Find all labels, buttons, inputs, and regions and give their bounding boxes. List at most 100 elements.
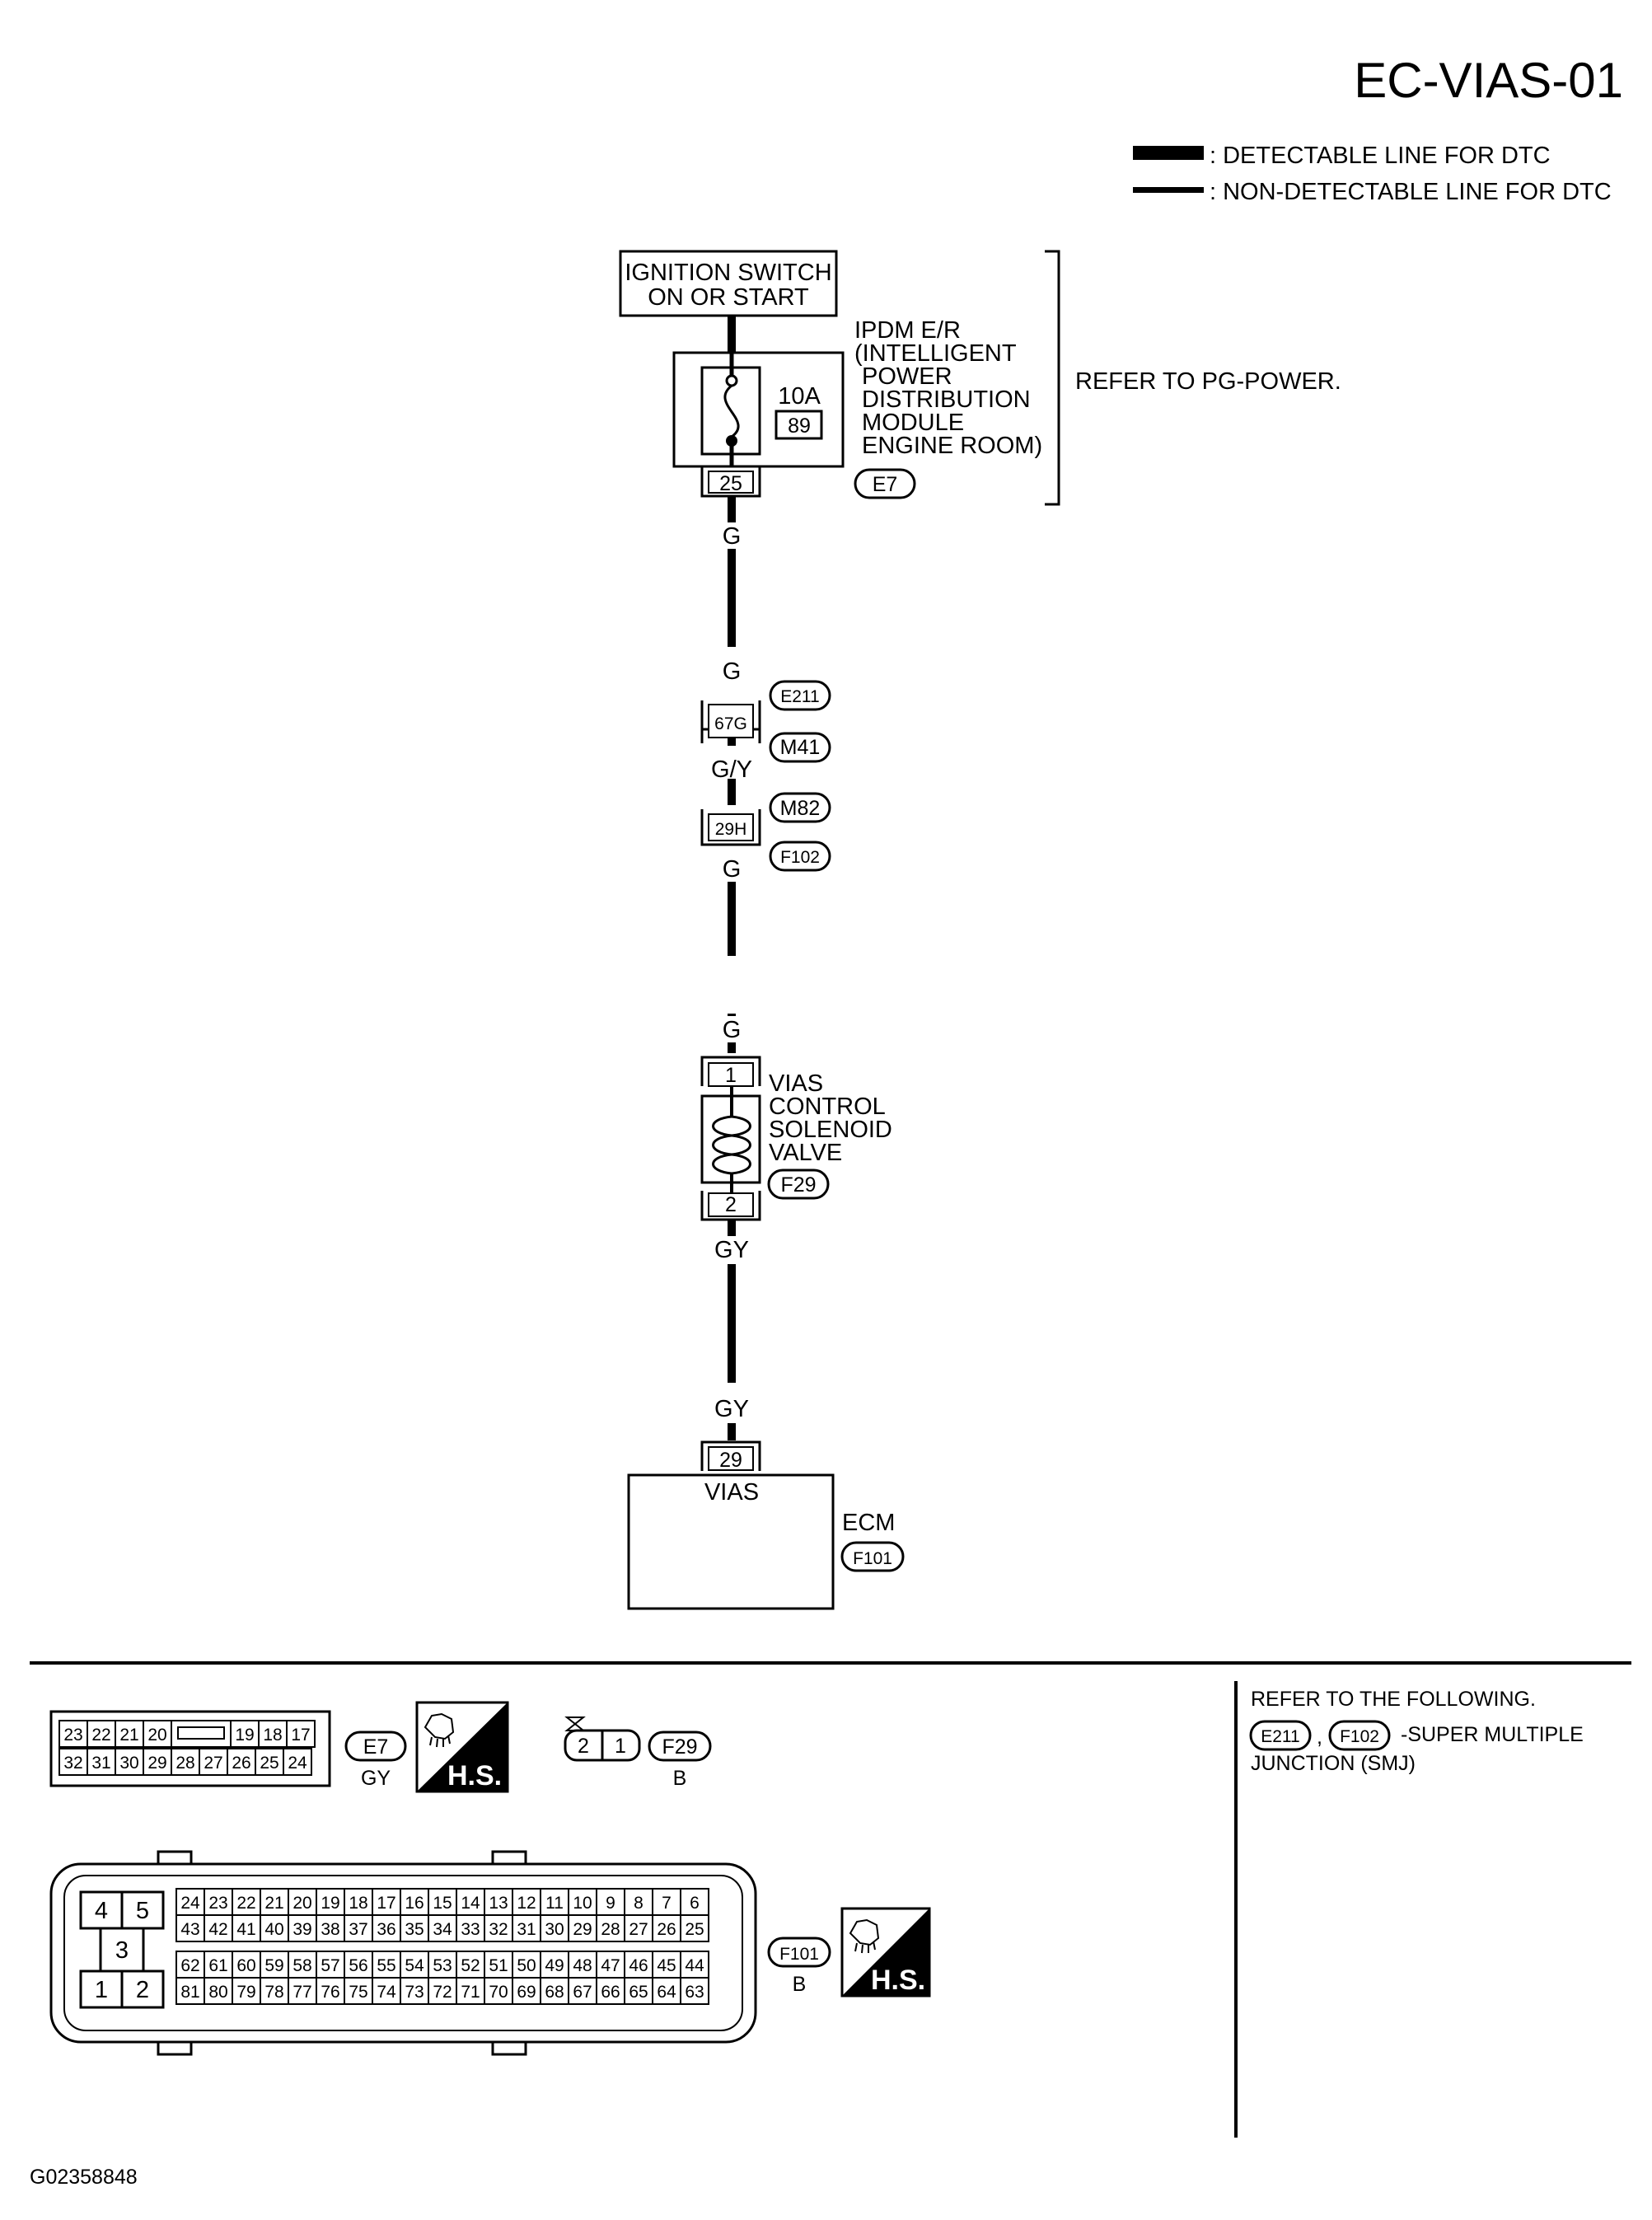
svg-text:37: 37 xyxy=(349,1920,367,1939)
e7-pin: 23 xyxy=(58,1720,88,1748)
coil-icon xyxy=(712,1115,732,1175)
svg-text:13: 13 xyxy=(489,1894,508,1913)
f101-pin: 18 xyxy=(344,1888,373,1916)
svg-text:49: 49 xyxy=(545,1956,564,1975)
f101-pin: 56 xyxy=(344,1951,373,1979)
ignition-switch-label-1: IGNITION SWITCH xyxy=(625,260,831,286)
solenoid-terminal-out: 2 xyxy=(725,1193,737,1216)
svg-text:21: 21 xyxy=(264,1894,283,1913)
svg-text:79: 79 xyxy=(236,1983,255,2002)
svg-text:51: 51 xyxy=(489,1956,508,1975)
ecm-terminal: 29 xyxy=(719,1449,742,1472)
ipdm-label: IPDM E/R (INTELLIGENT POWER DISTRIBUTION… xyxy=(854,317,1042,459)
f101-pin: 31 xyxy=(512,1914,541,1942)
f101-pin: 65 xyxy=(624,1977,653,2005)
svg-text:20: 20 xyxy=(292,1894,311,1913)
svg-text:8: 8 xyxy=(634,1894,643,1913)
svg-text:F102: F102 xyxy=(1340,1727,1379,1746)
f101-pin: 71 xyxy=(456,1977,485,2005)
svg-text:31: 31 xyxy=(91,1754,110,1773)
f101-pin: 34 xyxy=(428,1914,457,1942)
svg-text:1: 1 xyxy=(95,1977,108,2003)
e7-pin: 26 xyxy=(227,1748,256,1776)
fuse-icon xyxy=(723,384,740,438)
f101-pin: 74 xyxy=(372,1977,401,2005)
svg-text:20: 20 xyxy=(147,1726,166,1745)
wire-color-g-4: G xyxy=(723,1017,742,1043)
svg-text:78: 78 xyxy=(264,1983,283,2002)
fuse-rating: 10A xyxy=(778,383,821,410)
e7-pin: 19 xyxy=(230,1720,260,1748)
svg-text:16: 16 xyxy=(405,1894,424,1913)
f101-pin: 42 xyxy=(204,1914,233,1942)
svg-text:41: 41 xyxy=(236,1920,255,1939)
svg-text:CONTROL: CONTROL xyxy=(769,1094,886,1120)
refer-bracket xyxy=(1045,250,1060,506)
svg-text:M41: M41 xyxy=(780,736,821,759)
e7-pin: 25 xyxy=(255,1748,284,1776)
svg-text:44: 44 xyxy=(685,1956,704,1975)
f101-pin: 70 xyxy=(484,1977,513,2005)
hand-icon xyxy=(849,1918,880,1954)
svg-text:6: 6 xyxy=(690,1894,700,1913)
svg-text:34: 34 xyxy=(433,1920,452,1939)
m82-connector-tag xyxy=(769,792,831,823)
svg-text:25: 25 xyxy=(685,1920,704,1939)
svg-text:F29: F29 xyxy=(780,1173,816,1197)
svg-text:29: 29 xyxy=(573,1920,592,1939)
e211-connector-tag xyxy=(769,680,831,711)
svg-text:23: 23 xyxy=(208,1894,227,1913)
svg-text:33: 33 xyxy=(461,1920,480,1939)
f101-pin: 73 xyxy=(400,1977,429,2005)
svg-text:F29: F29 xyxy=(662,1735,697,1759)
f101-pin: 35 xyxy=(400,1914,429,1942)
note-f102-tag xyxy=(1328,1720,1391,1751)
svg-text:69: 69 xyxy=(517,1983,536,2002)
ipdm-terminal: 25 xyxy=(719,472,742,495)
f101-pin: 8 xyxy=(624,1888,653,1916)
svg-text:(INTELLIGENT: (INTELLIGENT xyxy=(854,340,1017,367)
svg-text:32: 32 xyxy=(63,1754,82,1773)
f101-pin: 64 xyxy=(652,1977,681,2005)
f101-pin: 68 xyxy=(540,1977,569,2005)
svg-text:21: 21 xyxy=(119,1726,138,1745)
svg-text:76: 76 xyxy=(321,1983,339,2002)
f101-pin: 75 xyxy=(344,1977,373,2005)
svg-text:17: 17 xyxy=(291,1726,310,1745)
f101-pin: 29 xyxy=(568,1914,597,1942)
f101-pin: 49 xyxy=(540,1951,569,1979)
svg-text:2: 2 xyxy=(136,1977,149,2003)
f101-pin: 81 xyxy=(175,1977,205,2005)
wire-color-gy-2: GY xyxy=(714,1396,749,1422)
svg-text:22: 22 xyxy=(91,1726,110,1745)
svg-text:61: 61 xyxy=(208,1956,227,1975)
vias-solenoid-valve: 1 2 xyxy=(700,1056,761,1236)
svg-text:52: 52 xyxy=(461,1956,480,1975)
f101-pin: 39 xyxy=(288,1914,317,1942)
hs-badge-e7: H.S. xyxy=(415,1701,509,1793)
svg-text:DISTRIBUTION: DISTRIBUTION xyxy=(862,386,1031,413)
legend-detectable-swatch xyxy=(1133,146,1204,160)
svg-text:9: 9 xyxy=(606,1894,615,1913)
svg-text:31: 31 xyxy=(517,1920,536,1939)
svg-text:62: 62 xyxy=(180,1956,199,1975)
f101-pin: 21 xyxy=(260,1888,289,1916)
svg-text:46: 46 xyxy=(629,1956,648,1975)
f101-pin: 26 xyxy=(652,1914,681,1942)
f101-color: B xyxy=(793,1973,807,1996)
hs-badge-f101: H.S. xyxy=(840,1907,931,1998)
f101-pin: 69 xyxy=(512,1977,541,2005)
legend-detectable-label: : DETECTABLE LINE FOR DTC xyxy=(1210,143,1551,169)
svg-text:18: 18 xyxy=(349,1894,367,1913)
svg-text:17: 17 xyxy=(377,1894,395,1913)
ipdm-module: 10A 89 25 xyxy=(672,351,845,527)
svg-text:25: 25 xyxy=(260,1754,278,1773)
fuse-number: 89 xyxy=(788,414,811,438)
wire-color-g-3: G xyxy=(723,856,742,883)
e7-pin: 29 xyxy=(143,1748,172,1776)
f101-pin: 43 xyxy=(175,1914,205,1942)
f101-pin: 23 xyxy=(204,1888,233,1916)
f101-pin: 67 xyxy=(568,1977,597,2005)
